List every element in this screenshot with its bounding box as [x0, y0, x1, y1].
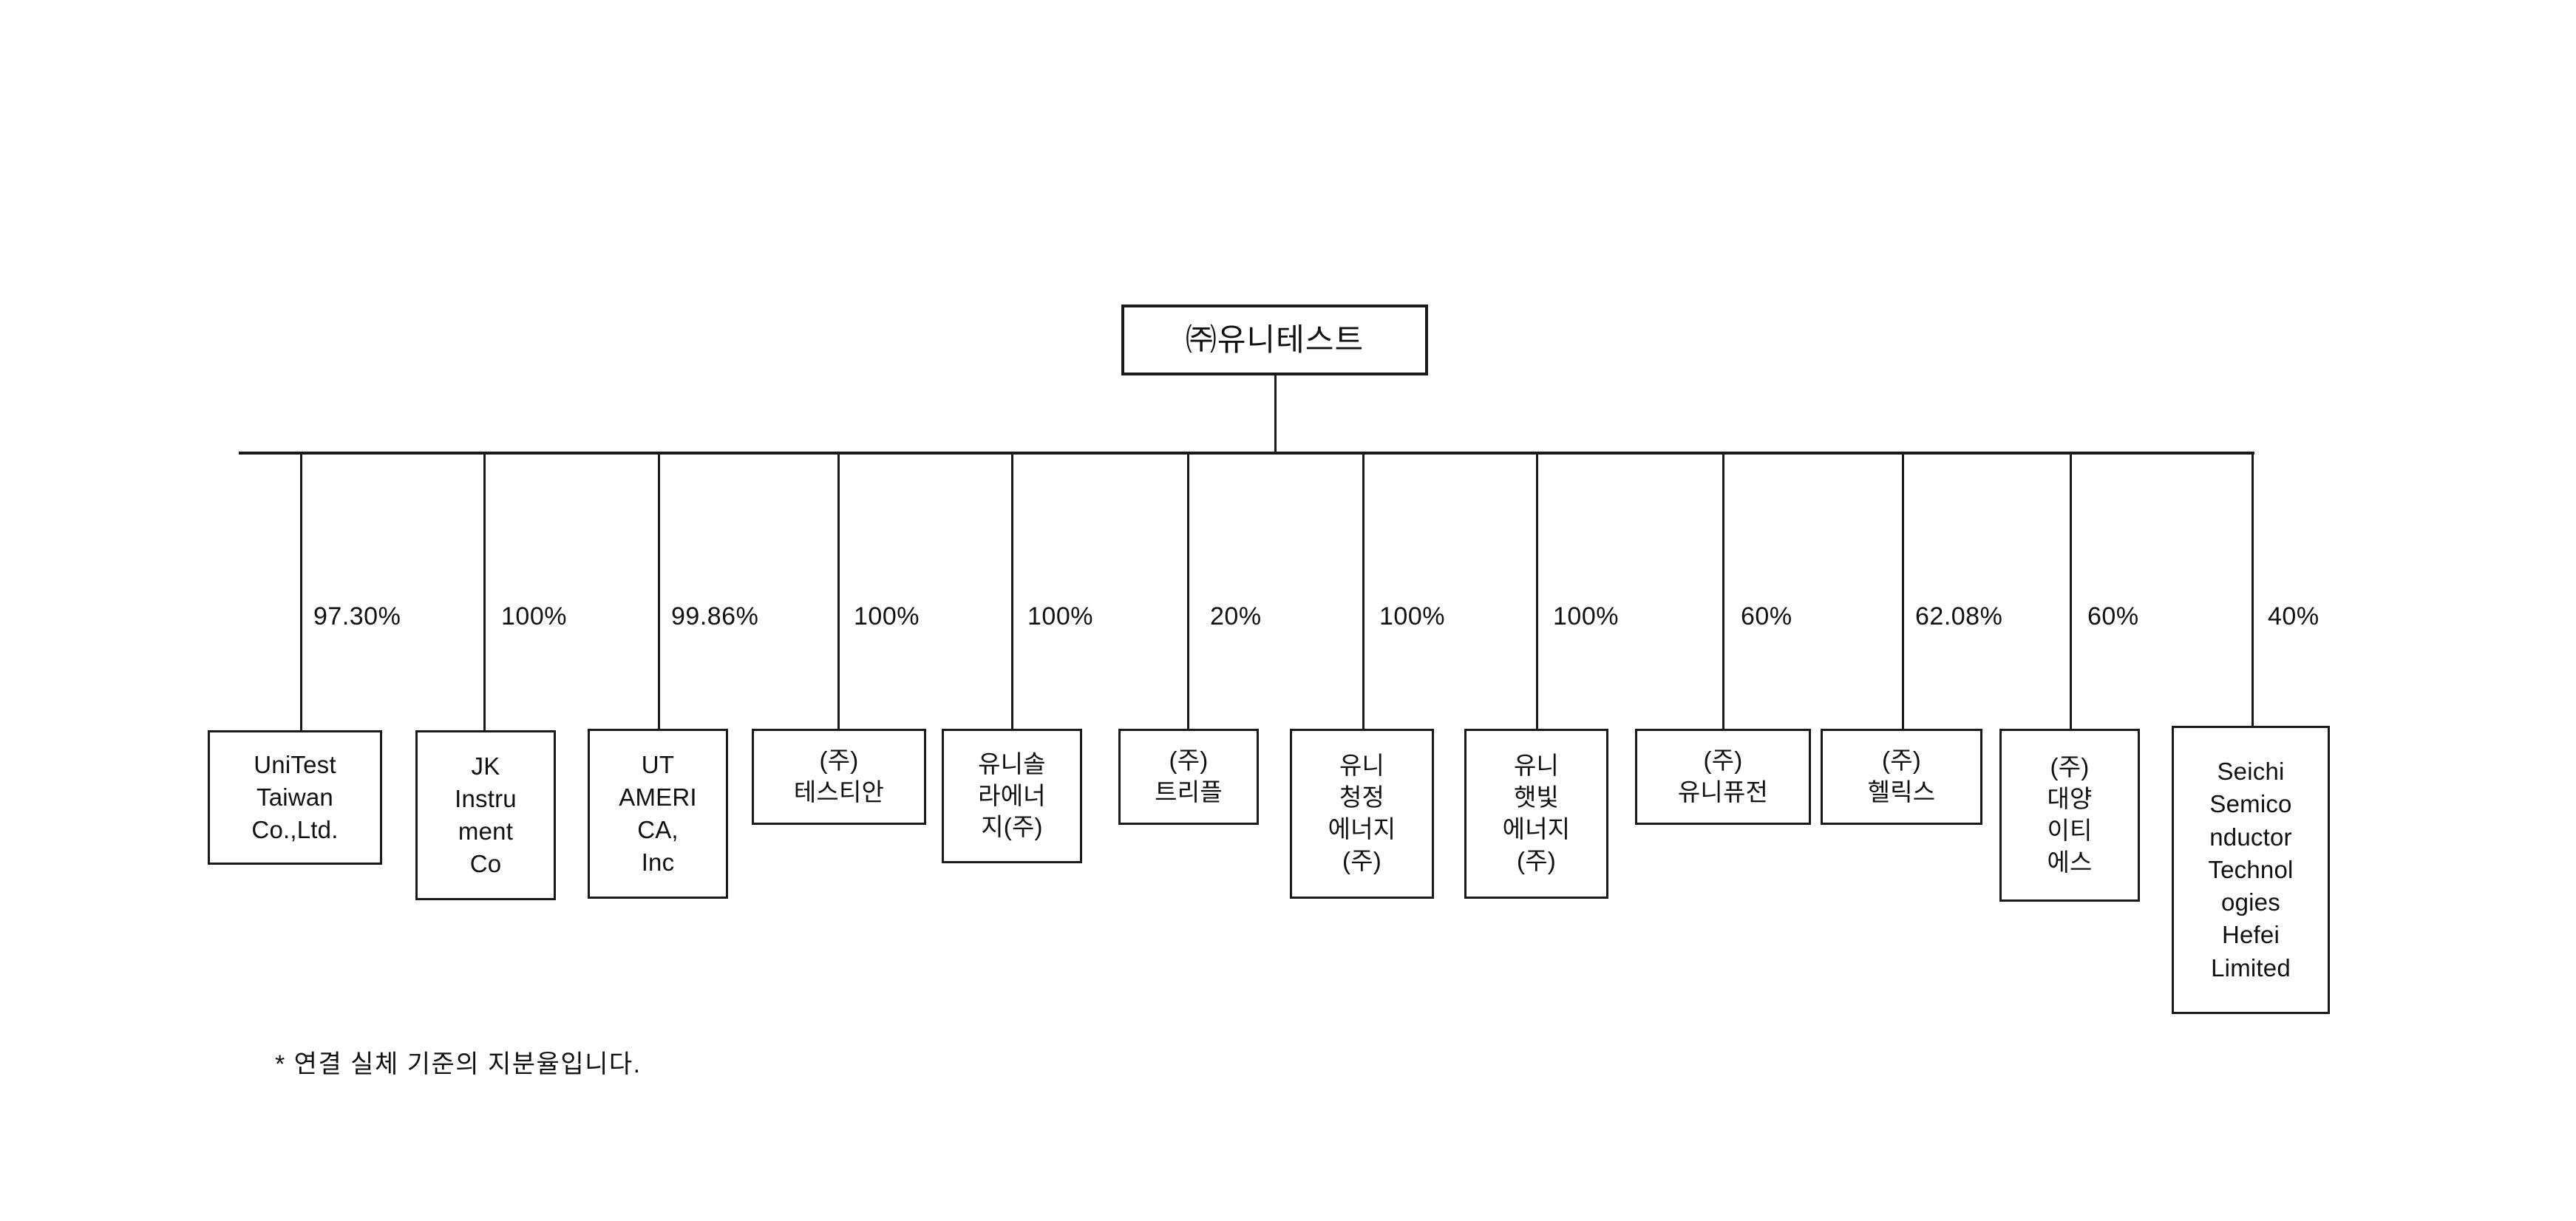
ownership-label-3: 99.86% [671, 602, 759, 630]
subsidiary-label-daeyang-ets: (주) 대양 이티 에스 [2047, 753, 2093, 876]
drop-line-9 [1722, 452, 1724, 729]
ownership-label-12: 40% [2268, 602, 2320, 630]
drop-line-2 [483, 452, 486, 730]
subsidiary-node-unitest-taiwan[interactable]: UniTest Taiwan Co.,Ltd. [208, 730, 382, 865]
drop-line-6 [1187, 452, 1189, 729]
ownership-label-7: 100% [1379, 602, 1445, 630]
subsidiary-node-triple[interactable]: (주) 트리플 [1118, 729, 1259, 825]
drop-line-7 [1362, 452, 1365, 729]
subsidiary-node-unisolar-energy[interactable]: 유니솔 라에너 지(주) [942, 729, 1082, 863]
subsidiary-node-unifusion[interactable]: (주) 유니퓨전 [1635, 729, 1811, 825]
horizontal-bus-connector [239, 452, 2254, 455]
subsidiary-node-uni-cheongjeong-energy[interactable]: 유니 청정 에너지 (주) [1290, 729, 1434, 899]
subsidiary-label-unisolar-energy: 유니솔 라에너 지(주) [978, 749, 1046, 841]
drop-line-3 [658, 452, 660, 729]
subsidiary-node-ut-america[interactable]: UT AMERI CA, Inc [588, 729, 728, 899]
subsidiary-node-jk-instrument[interactable]: JK Instru ment Co [415, 730, 556, 900]
drop-line-5 [1011, 452, 1013, 729]
subsidiary-label-unitest-taiwan: UniTest Taiwan Co.,Ltd. [251, 750, 339, 844]
root-node-label: ㈜유니테스트 [1185, 322, 1365, 357]
subsidiary-label-uni-cheongjeong-energy: 유니 청정 에너지 (주) [1328, 752, 1396, 874]
drop-line-8 [1536, 452, 1538, 729]
subsidiary-label-unifusion: (주) 유니퓨전 [1677, 746, 1769, 806]
subsidiary-label-testian: (주) 테스티안 [793, 746, 885, 806]
drop-line-1 [300, 452, 302, 730]
subsidiary-node-daeyang-ets[interactable]: (주) 대양 이티 에스 [1999, 729, 2140, 902]
subsidiary-label-uni-haetbit-energy: 유니 햇빛 에너지 (주) [1502, 752, 1571, 874]
subsidiary-label-triple: (주) 트리플 [1155, 746, 1223, 806]
ownership-label-10: 62.08% [1915, 602, 2003, 630]
root-stem-connector [1274, 375, 1277, 455]
subsidiary-node-uni-haetbit-energy[interactable]: 유니 햇빛 에너지 (주) [1464, 729, 1608, 899]
footnote-text: * 연결 실체 기준의 지분율입니다. [275, 1050, 642, 1078]
ownership-label-4: 100% [854, 602, 920, 630]
drop-line-4 [837, 452, 840, 729]
root-node-unitest[interactable]: ㈜유니테스트 [1121, 305, 1428, 375]
drop-line-11 [2070, 452, 2072, 729]
ownership-label-11: 60% [2087, 602, 2139, 630]
drop-line-10 [1902, 452, 1904, 729]
subsidiary-label-helix: (주) 헬릭스 [1867, 746, 1936, 806]
subsidiary-label-jk-instrument: JK Instru ment Co [455, 752, 517, 878]
ownership-label-8: 100% [1553, 602, 1619, 630]
drop-line-12 [2252, 452, 2254, 726]
ownership-label-5: 100% [1027, 602, 1093, 630]
ownership-label-1: 97.30% [313, 602, 401, 630]
ownership-label-9: 60% [1741, 602, 1792, 630]
subsidiary-node-helix[interactable]: (주) 헬릭스 [1821, 729, 1982, 825]
subsidiary-node-testian[interactable]: (주) 테스티안 [752, 729, 926, 825]
subsidiary-label-seichi-semiconductor: Seichi Semico nductor Technol ogies Hefe… [2208, 758, 2294, 982]
ownership-label-6: 20% [1210, 602, 1262, 630]
subsidiary-label-ut-america: UT AMERI CA, Inc [619, 750, 697, 877]
subsidiary-node-seichi-semiconductor[interactable]: Seichi Semico nductor Technol ogies Hefe… [2172, 726, 2330, 1014]
ownership-label-2: 100% [501, 602, 567, 630]
